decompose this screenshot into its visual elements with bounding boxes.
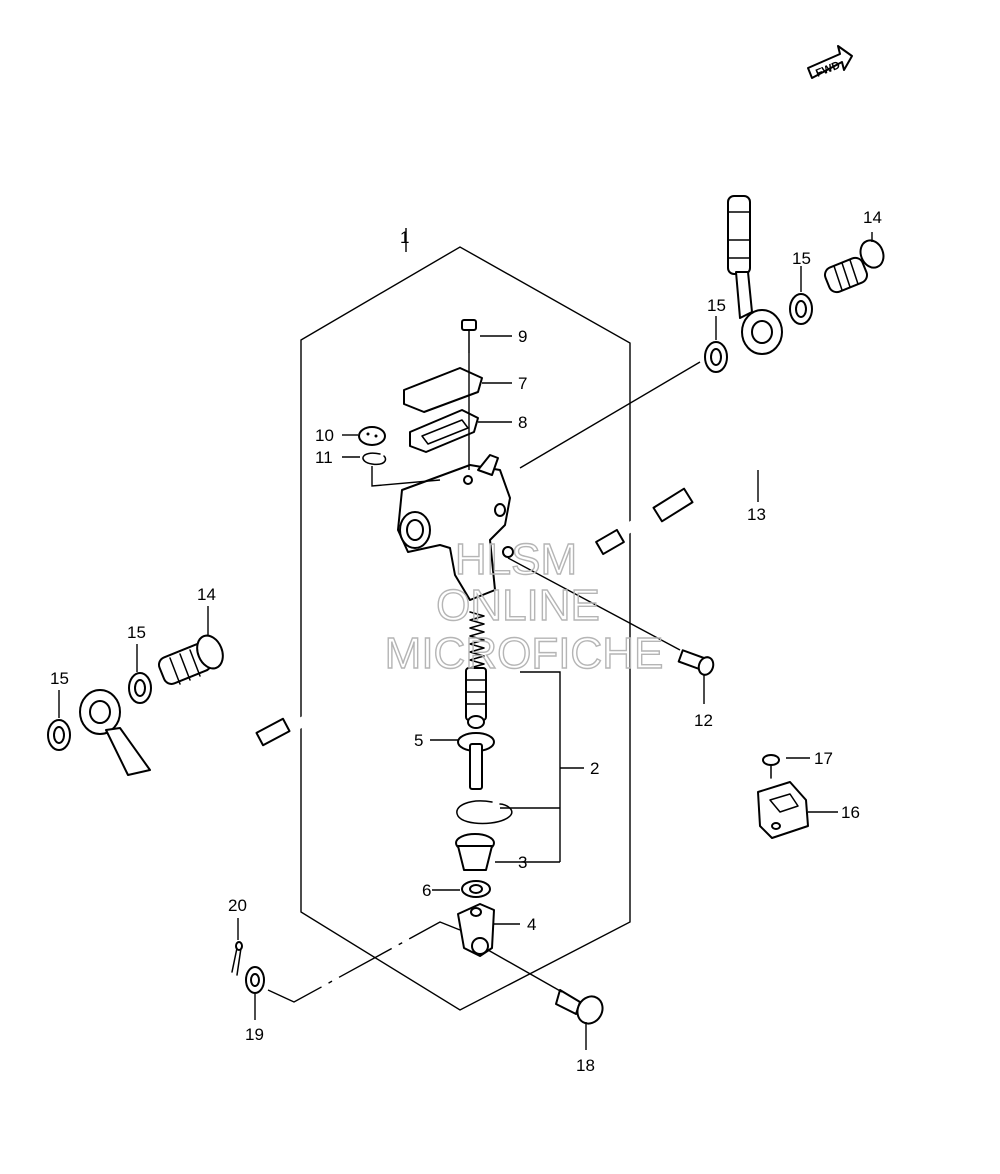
callout-11: 11 [315, 448, 333, 467]
callout-19: 19 [245, 1025, 264, 1044]
clevis-pin [555, 989, 604, 1025]
circlip-small [362, 452, 387, 466]
washer-upper-right [789, 293, 813, 325]
washer-lower-right [128, 672, 152, 704]
callout-15-upper-right: 15 [792, 249, 811, 268]
brake-hose [79, 154, 867, 776]
piston-spring [469, 611, 485, 669]
callout-14-upper: 14 [863, 208, 882, 227]
washer-lower-left [47, 719, 71, 751]
inlet-cap [358, 426, 386, 446]
callout-8: 8 [518, 413, 527, 432]
callout-20: 20 [228, 896, 247, 915]
watermark-line-3: MICROFICHE [385, 629, 664, 678]
union-bolt-lower [157, 634, 224, 685]
cotter-pin [231, 941, 243, 976]
fwd-label: FWD [814, 59, 842, 80]
watermark-line-2: ONLINE [436, 581, 600, 630]
callout-10: 10 [315, 426, 334, 445]
callout-6: 6 [422, 881, 431, 900]
clevis-joint [457, 903, 495, 957]
callout-15-upper-left: 15 [707, 296, 726, 315]
callout-18: 18 [576, 1056, 595, 1075]
washer-upper-left [704, 341, 728, 373]
washer-19 [245, 966, 265, 994]
callout-9: 9 [518, 327, 527, 346]
master-cylinder-body [397, 454, 514, 601]
callout-2: 2 [590, 759, 599, 778]
callout-5: 5 [414, 731, 423, 750]
diaphragm [409, 409, 479, 453]
guide-screw [762, 754, 780, 779]
lock-nut [461, 880, 491, 898]
callout-12: 12 [694, 711, 713, 730]
cap-screw [461, 319, 477, 353]
watermark-line-1: HLSM [455, 535, 577, 584]
callout-15-lower-right: 15 [127, 623, 146, 642]
callout-14-lower: 14 [197, 585, 216, 604]
callout-4: 4 [527, 915, 536, 934]
callout-13: 13 [747, 505, 766, 524]
callout-labels: 1 9 7 8 10 11 5 2 3 6 4 12 13 14 15 15 1… [50, 208, 882, 1075]
watermark: HLSM ONLINE MICROFICHE [384, 534, 664, 678]
boot [455, 833, 495, 871]
fwd-arrow-icon: FWD [807, 45, 853, 80]
callout-15-lower-left: 15 [50, 669, 69, 688]
callout-1: 1 [400, 228, 409, 247]
assembly-outline [300, 246, 631, 1011]
union-bolt-upper [824, 239, 885, 294]
banjo-bolt [677, 649, 715, 676]
callout-16: 16 [841, 803, 860, 822]
piston [465, 667, 487, 721]
push-rod [457, 715, 495, 790]
hose-guide [757, 781, 809, 839]
callout-3: 3 [518, 853, 527, 872]
circlip-large [456, 800, 513, 825]
callout-7: 7 [518, 374, 527, 393]
reservoir-cap [403, 367, 483, 413]
leader-lines [58, 228, 873, 1050]
callout-17: 17 [814, 749, 833, 768]
